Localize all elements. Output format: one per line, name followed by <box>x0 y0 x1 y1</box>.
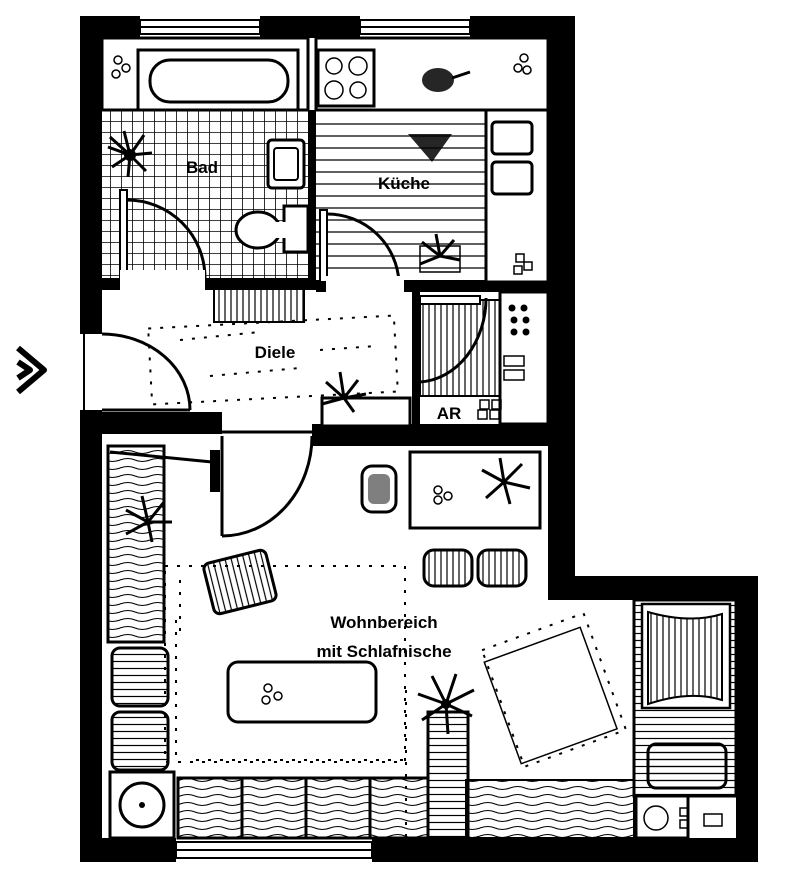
spice-icon <box>513 53 532 75</box>
boxes-icon <box>477 399 502 420</box>
jars-icon <box>513 253 533 275</box>
armchair <box>110 710 170 772</box>
plant-icon <box>481 457 531 505</box>
entrance-arrow-icon[interactable] <box>16 345 47 395</box>
sofa-seat <box>240 776 308 840</box>
diele: Diele <box>147 281 412 428</box>
room-label-schlafnische: mit Schlafnische <box>316 642 451 661</box>
plant-icon <box>417 673 475 735</box>
sofa-seat <box>304 776 372 840</box>
dots-icon <box>508 304 530 336</box>
kitchen: Küche <box>314 36 550 292</box>
plant-icon <box>321 371 367 413</box>
stool <box>476 548 528 588</box>
entrance-door[interactable] <box>83 332 192 412</box>
stove <box>316 48 376 108</box>
storage-room: AR <box>419 290 550 426</box>
living-door[interactable] <box>220 420 314 538</box>
room-label-wohnbereich: Wohnbereich <box>330 613 437 632</box>
plant-icon <box>107 130 153 178</box>
pillow <box>646 742 728 790</box>
desk <box>408 450 542 530</box>
ar-door[interactable] <box>419 295 488 384</box>
room-label-bad: Bad <box>186 158 218 177</box>
room-label-ar: AR <box>437 404 462 423</box>
coffee-table <box>226 660 378 724</box>
plant-icon <box>125 495 172 543</box>
armchair <box>110 646 170 708</box>
bowl-icon <box>408 134 452 162</box>
room-label-diele: Diele <box>255 343 296 362</box>
sofa-seat <box>176 776 244 840</box>
bathroom: Bad <box>100 36 310 282</box>
outer-walls <box>80 16 758 862</box>
toilet <box>234 204 310 254</box>
sofa-seat <box>368 776 430 840</box>
stool <box>422 548 474 588</box>
room-label-kueche: Küche <box>378 174 430 193</box>
chair <box>202 548 278 616</box>
plant-icon <box>419 233 461 273</box>
living-area: Wohnbereich mit Schlafnische <box>106 420 738 840</box>
toiletries-icon <box>111 55 131 79</box>
kitchen-door[interactable] <box>319 209 404 292</box>
pan-icon <box>422 68 454 92</box>
kitchen-sink <box>490 120 534 156</box>
bath-door[interactable] <box>119 189 207 282</box>
